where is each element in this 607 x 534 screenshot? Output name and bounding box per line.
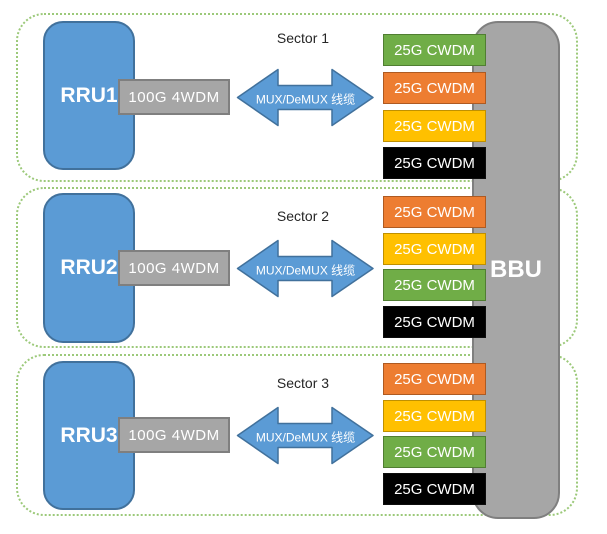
bbu-box: BBU — [472, 21, 560, 519]
sector2-cwdm-2: 25G CWDM — [383, 233, 486, 265]
sector1-cwdm-3: 25G CWDM — [383, 110, 486, 142]
sector2-cwdm-1: 25G CWDM — [383, 196, 486, 228]
mux-demux-arrow-2: MUX/DeMUX 线缆 — [236, 239, 375, 298]
rru3-label: RRU3 — [60, 423, 118, 447]
sector-2-boundary — [16, 187, 578, 348]
rru2-wdm-label: 100G 4WDM — [128, 259, 220, 277]
sector-1-boundary — [16, 13, 578, 182]
sector3-cwdm-4: 25G CWDM — [383, 473, 486, 505]
double-arrow-icon — [236, 68, 374, 127]
cwdm-label: 25G CWDM — [394, 276, 475, 294]
rru3-wdm-module: 100G 4WDM — [118, 417, 230, 453]
cwdm-label: 25G CWDM — [394, 313, 475, 331]
sector3-cwdm-2: 25G CWDM — [383, 400, 486, 432]
sector2-cwdm-4: 25G CWDM — [383, 306, 486, 338]
sector1-cwdm-4: 25G CWDM — [383, 147, 486, 179]
double-arrow-icon — [236, 239, 374, 298]
sector-3-label: Sector 3 — [276, 375, 330, 391]
sector3-cwdm-3: 25G CWDM — [383, 436, 486, 468]
mux-demux-arrow-3: MUX/DeMUX 线缆 — [236, 406, 375, 465]
sector3-cwdm-1: 25G CWDM — [383, 363, 486, 395]
rru2-label: RRU2 — [60, 256, 118, 279]
sector-3-boundary — [16, 354, 578, 516]
sector1-cwdm-2: 25G CWDM — [383, 72, 486, 104]
mux-demux-arrow-1: MUX/DeMUX 线缆 — [236, 68, 375, 127]
bbu-label: BBU — [490, 256, 542, 283]
sector-1-label: Sector 1 — [276, 30, 330, 46]
double-arrow-icon — [236, 406, 374, 465]
rru2-wdm-module: 100G 4WDM — [118, 250, 230, 286]
cwdm-label: 25G CWDM — [394, 41, 475, 59]
rru1-wdm-module: 100G 4WDM — [118, 79, 230, 115]
rru3-wdm-label: 100G 4WDM — [128, 426, 220, 444]
cwdm-label: 25G CWDM — [394, 240, 475, 258]
sector-2-label: Sector 2 — [276, 208, 330, 224]
cwdm-label: 25G CWDM — [394, 443, 475, 461]
cwdm-label: 25G CWDM — [394, 370, 475, 388]
rru1-wdm-label: 100G 4WDM — [128, 88, 220, 106]
sector1-cwdm-1: 25G CWDM — [383, 34, 486, 66]
cwdm-label: 25G CWDM — [394, 154, 475, 172]
sector2-cwdm-3: 25G CWDM — [383, 269, 486, 301]
cwdm-label: 25G CWDM — [394, 480, 475, 498]
cwdm-label: 25G CWDM — [394, 117, 475, 135]
cwdm-label: 25G CWDM — [394, 79, 475, 97]
cwdm-label: 25G CWDM — [394, 203, 475, 221]
rru1-label: RRU1 — [60, 83, 118, 107]
cwdm-label: 25G CWDM — [394, 407, 475, 425]
